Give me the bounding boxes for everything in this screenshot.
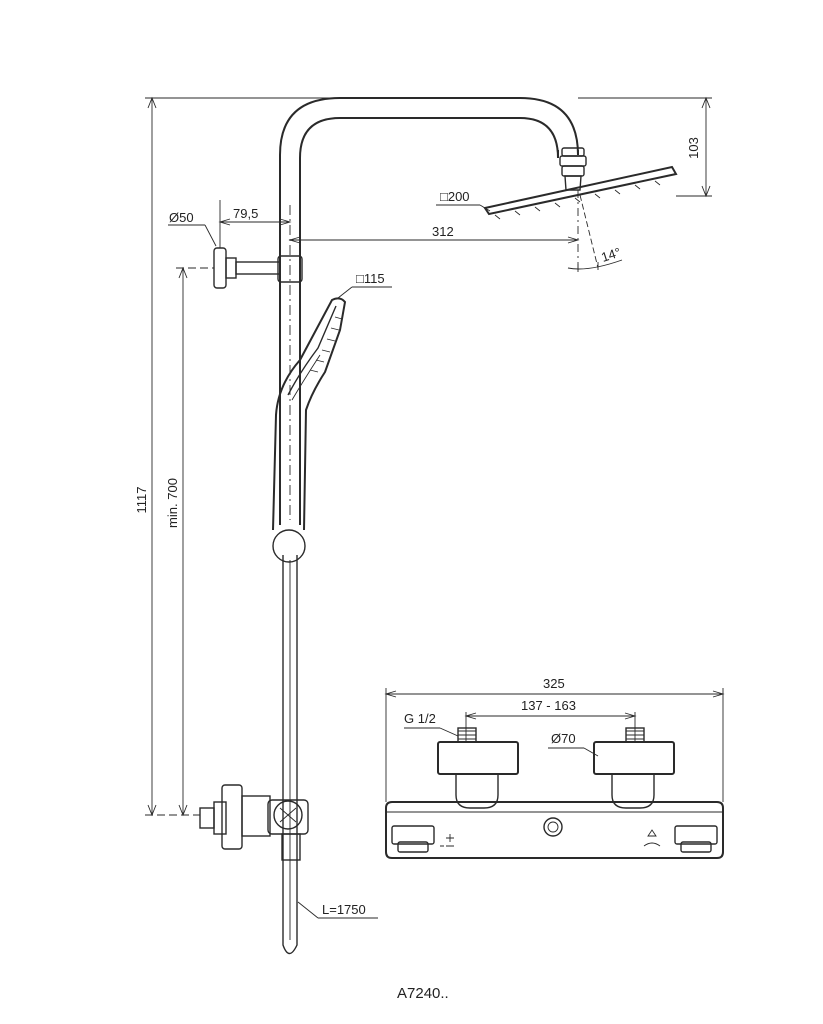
shower-hose — [282, 555, 298, 955]
hand-shower — [272, 297, 347, 563]
dim-mixer-width: 325 — [543, 676, 565, 691]
product-code: A7240.. — [397, 985, 449, 1002]
dim-arm-reach: 312 — [432, 224, 454, 239]
dimension-lines — [145, 96, 712, 919]
dim-escutcheon-diameter: Ø70 — [551, 731, 576, 746]
dim-total-height: 1117 — [134, 487, 149, 514]
shower-column — [279, 97, 579, 525]
dim-head-height: 103 — [686, 137, 701, 159]
mixer-front-view — [384, 688, 725, 859]
dim-min-height: min. 700 — [165, 478, 180, 528]
dim-tilt-angle: 14° — [599, 245, 622, 265]
wall-bracket — [213, 247, 303, 289]
dim-connection-centres: 137 - 163 — [521, 698, 576, 713]
overhead-shower-head — [483, 147, 678, 270]
mixer-side-view — [199, 784, 309, 861]
dim-bracket-offset: 79,5 — [233, 206, 258, 221]
dim-head-size: □200 — [440, 189, 470, 204]
dim-thread: G 1/2 — [404, 711, 436, 726]
dim-hose-length: L=1750 — [322, 902, 366, 917]
dim-hand-shower-size: □115 — [356, 271, 385, 286]
dim-wall-bracket-diameter: Ø50 — [169, 210, 194, 225]
